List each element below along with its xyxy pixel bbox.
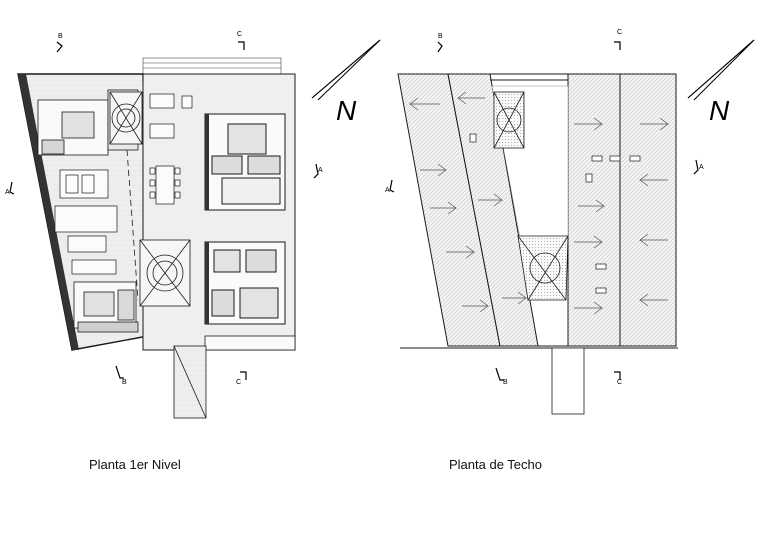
glazing-line <box>126 149 139 301</box>
entry-walkway <box>173 345 207 419</box>
roof-skylight-bottom <box>517 235 569 301</box>
section-label-b-top: B <box>58 33 63 40</box>
roof-section-label-a-left: A <box>385 187 390 194</box>
north-label-right: N <box>709 95 730 126</box>
canopy-top <box>142 57 282 75</box>
roof-vents <box>469 133 641 294</box>
living-furniture <box>54 169 118 275</box>
roof-section-label-b-top: B <box>438 33 443 40</box>
west-wall <box>18 74 79 350</box>
section-label-c-top: C <box>237 31 242 38</box>
section-label-a-right: A <box>318 167 323 174</box>
bedroom-north-east <box>204 113 286 211</box>
section-label-c-bottom: C <box>236 379 241 386</box>
plan-title-roof: Planta de Techo <box>449 457 542 472</box>
bedroom-south-west <box>73 281 139 333</box>
skylight-nw <box>109 91 143 145</box>
roof-plan: B C A A B C <box>385 29 755 415</box>
bedroom-south-east <box>204 241 286 325</box>
section-marks-left <box>9 41 319 380</box>
dining-table <box>149 93 193 205</box>
roof-entry-walkway <box>551 347 585 415</box>
slope-arrows <box>408 91 670 315</box>
north-arrow-right <box>687 39 755 101</box>
north-label-left: N <box>336 95 357 126</box>
skylight-central <box>139 239 191 307</box>
roof-slab-east-2 <box>619 73 677 347</box>
roof-section-label-a-right: A <box>699 164 704 171</box>
roof-section-label-c-bottom: C <box>617 379 622 386</box>
roof-skylight-top <box>493 91 525 149</box>
plan-title-first-level: Planta 1er Nivel <box>89 457 181 472</box>
roof-section-label-c-top: C <box>617 29 622 36</box>
section-label-a-left: A <box>5 189 10 196</box>
roof-slab-east <box>567 73 621 347</box>
section-label-b-bottom: B <box>122 379 127 386</box>
service-strip <box>204 335 296 351</box>
roof-frame <box>400 73 678 349</box>
roof-section-label-b-bottom: B <box>503 379 508 386</box>
wall-se-dark <box>205 242 209 324</box>
north-arrow-left <box>311 39 381 101</box>
section-marks-right <box>389 41 699 381</box>
wall-ne-dark <box>205 114 209 210</box>
floor-plan-first-level: B C A A B C <box>5 31 381 419</box>
